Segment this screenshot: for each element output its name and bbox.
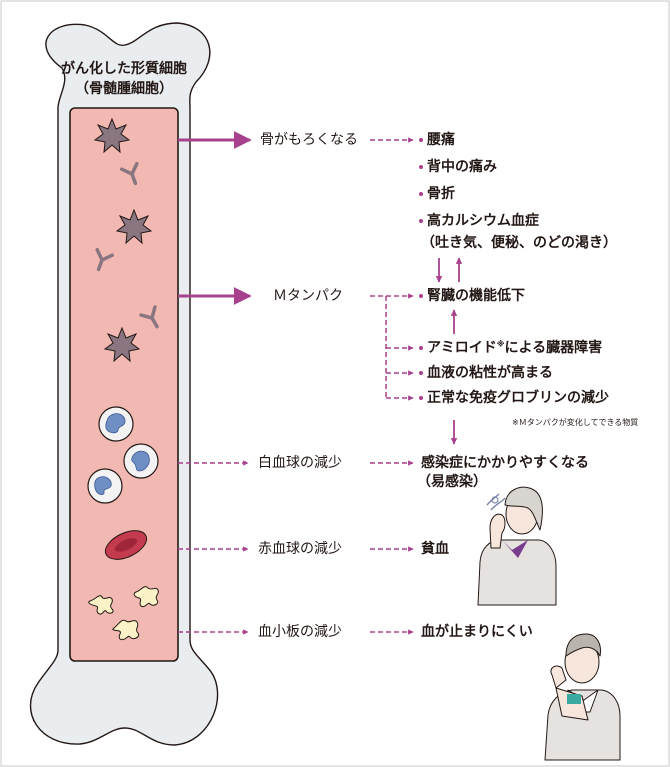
result-infection: 感染症にかかりやすくなる [421, 455, 589, 471]
myeloma-cell [93, 117, 131, 154]
red-blood-cell [104, 530, 148, 560]
result-fracture: 骨折 [419, 186, 455, 202]
amyloid-rest: による臓器障害 [504, 340, 603, 356]
myeloma-cell [103, 326, 141, 363]
result-infection-sub: （易感染） [417, 474, 487, 490]
white-blood-cell [87, 468, 123, 504]
result-globulin-decrease: 正常な免疫グロブリンの減少 [419, 390, 609, 406]
amyloid-footnote-mark: ※ [496, 339, 505, 349]
footnote-amyloid: ※Ｍタンパクが変化してできる物質 [512, 418, 639, 427]
m-protein-antibody [139, 305, 159, 329]
dizzy-woman-illustration [477, 486, 557, 606]
bone-title-line1: がん化した形質細胞 [61, 61, 187, 77]
result-back-pain: 腰痛 [419, 132, 455, 148]
result-hypercalcemia-symptoms: （吐き気、便秘、のどの渇き） [421, 235, 617, 251]
m-protein-antibody [95, 247, 115, 272]
result-hypercalcemia: 高カルシウム血症 [419, 213, 539, 229]
m-protein-antibody [119, 161, 139, 186]
label-m-protein: Ｍタンパク [273, 288, 343, 304]
white-blood-cell [123, 443, 159, 479]
result-amyloid-organ-damage: アミロイド※による臓器障害 [418, 339, 603, 357]
result-blood-viscosity: 血液の粘性が高まる [419, 365, 553, 381]
result-kidney-dysfunction: 腎臓の機能低下 [419, 288, 525, 304]
label-wbc-decrease: 白血球の減少 [258, 455, 342, 471]
result-back-middle-pain: 背中の痛み [419, 159, 497, 175]
platelet [88, 595, 114, 615]
man-illustration [544, 633, 621, 761]
result-bleeding: 血が止まりにくい [421, 624, 533, 640]
bone-title-line2: （骨髄腫細胞） [75, 81, 173, 97]
label-bone-weak: 骨がもろくなる [260, 132, 358, 148]
label-rbc-decrease: 赤血球の減少 [258, 541, 342, 557]
result-anemia: 貧血 [421, 541, 449, 557]
amyloid-term: アミロイド [427, 340, 497, 356]
label-platelet-decrease: 血小板の減少 [258, 624, 342, 640]
platelet [112, 619, 140, 641]
bone-marrow [69, 107, 179, 662]
myeloma-cell [115, 208, 153, 245]
white-blood-cell [98, 406, 134, 442]
platelet [133, 586, 159, 608]
